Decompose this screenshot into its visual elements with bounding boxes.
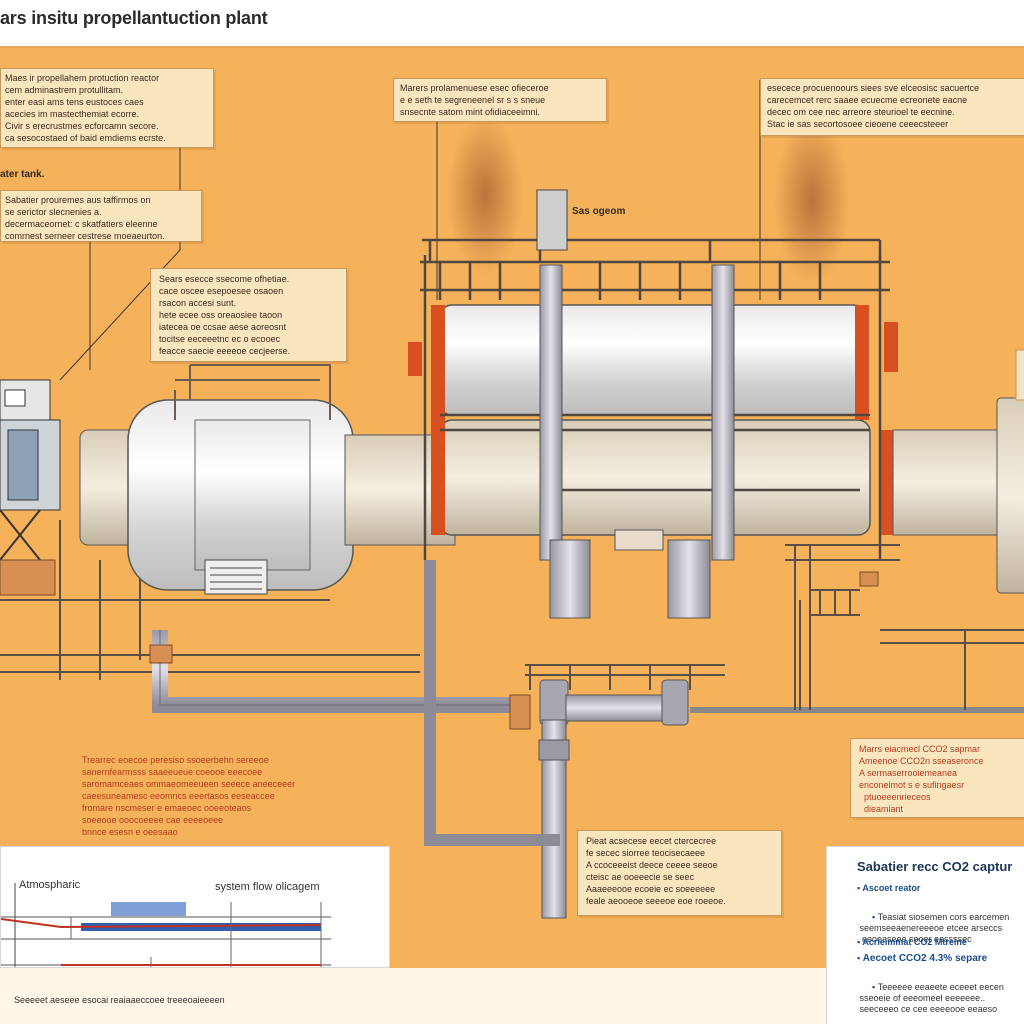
note-top-left: Maes ir propellahem protuction reactor c…	[0, 68, 214, 148]
title-bar: ars insitu propellantuction plant	[0, 0, 1024, 48]
info-item-2-text: Teasiat siosemen cors earcemen seemseeae…	[859, 912, 1010, 944]
info-item-5: ▪ Teeeeee eeaeete eceeet eecen sseoeie o…	[857, 971, 1004, 1024]
note-top-right: esecece procuenoours siees sve elceosisc…	[760, 78, 1024, 136]
info-item-3-text: Acrieimmat CO2 Mtreine	[862, 937, 967, 947]
flow-footer-caption: Seeeeet aeseee esocai reaiaaeccoee treee…	[14, 995, 225, 1005]
note-bottom-left: Trearrec eoecoe peresiso ssoeerbehn sere…	[78, 752, 334, 837]
flow-diagram-panel: Atmospharic system flow olicagem	[0, 846, 390, 968]
info-item-2: ▪ Teasiat siosemen cors earcemen seemsee…	[857, 901, 1010, 956]
note-text: Marers prolamenuese esec ofieceroe e e s…	[400, 83, 549, 117]
info-item-1: ▪ Ascoet reator	[857, 883, 921, 893]
info-item-4: ▪ Aecoet CCO2 4.3% separe	[857, 953, 988, 964]
note-text: Trearrec eoecoe peresiso ssoeerbehn sere…	[82, 755, 296, 837]
dust-plume-right	[774, 115, 850, 285]
note-text: Maes ir propellahem protuction reactor c…	[5, 73, 166, 143]
info-item-3: ▪ Acrieimmat CO2 Mtreine	[857, 937, 967, 947]
note-bottom-center: Pieat acsecese eecet ctercecree fe secec…	[577, 830, 782, 916]
note-center-left: Sears esecce ssecome ofhetiae. cace osce…	[150, 268, 347, 362]
sabatier-reactor	[408, 189, 898, 619]
flow-diagram-chart	[1, 883, 331, 967]
note-text: Marrs eiacmecl CCO2 sapmar Ameenoe CCO2n…	[859, 744, 984, 814]
label-system: Sas ogeom	[572, 206, 626, 217]
note-bottom-right: Marrs eiacmecl CCO2 sapmar Ameenoe CCO2n…	[850, 738, 1024, 818]
dust-plume-left	[447, 115, 523, 275]
note-text: esecece procuenoours siees sve elceosisc…	[767, 83, 980, 129]
info-item-5-text: Teeeeee eeaeete eceeet eecen sseoeie of …	[859, 982, 1004, 1014]
note-left-mid: Sabatier prouremes aus taffirmos on se s…	[0, 190, 202, 242]
page-title: ars insitu propellantuction plant	[0, 8, 268, 28]
flow-label-atmospheric: Atmospharic	[19, 879, 81, 891]
note-text: Sears esecce ssecome ofhetiae. cace osce…	[159, 274, 291, 356]
info-item-1-text: Ascoet reator	[862, 883, 921, 893]
note-text: Sabatier prouremes aus taffirmos on se s…	[5, 195, 165, 241]
flow-label-title: system flow olicagem	[215, 881, 320, 893]
note-top-center: Marers prolamenuese esec ofieceroe e e s…	[393, 78, 607, 122]
left-tank-structure	[0, 379, 61, 596]
note-text: Pieat acsecese eecet ctercecree fe secec…	[586, 836, 726, 906]
info-panel-title: Sabatier recc CO2 captur	[857, 859, 1013, 874]
info-panel: Sabatier recc CO2 captur ▪ Ascoet reator…	[826, 846, 1024, 1024]
info-item-4-text: Aecoet CCO2 4.3% separe	[862, 953, 988, 964]
label-tank: ater tank.	[0, 169, 45, 180]
